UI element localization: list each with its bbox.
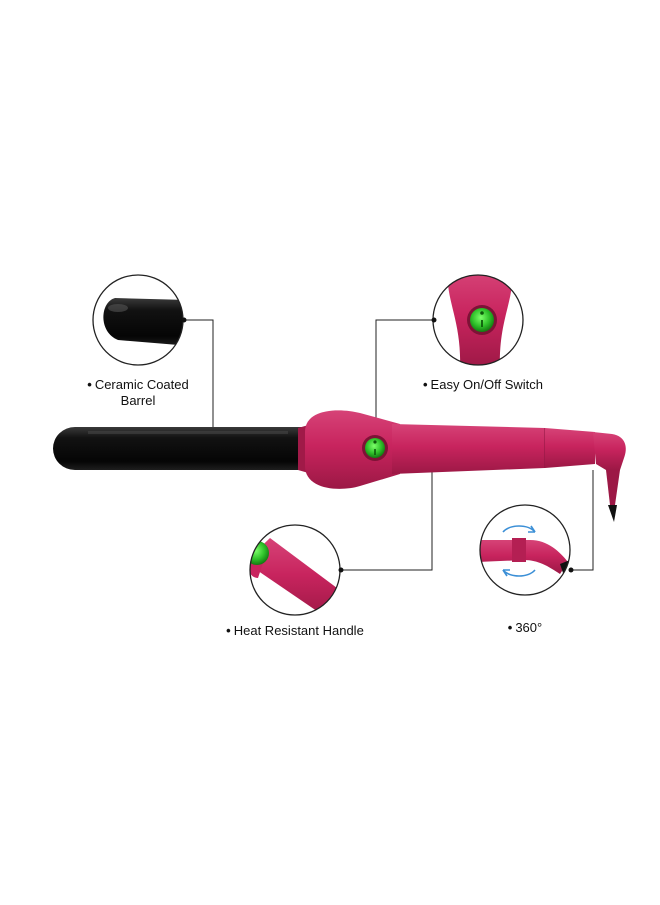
swivel-cord-closeup bbox=[479, 504, 574, 596]
switch-button bbox=[365, 438, 385, 458]
label-line-1: Ceramic Coated bbox=[94, 377, 189, 392]
barrel-shape bbox=[53, 427, 305, 470]
label-line-1: Heat Resistant Handle bbox=[233, 623, 364, 638]
handle-body bbox=[392, 424, 545, 474]
label-line-1: Easy On/Off Switch bbox=[430, 377, 544, 392]
label-line-1: 360° bbox=[515, 620, 543, 635]
bullet: • bbox=[87, 377, 92, 392]
bullet: • bbox=[507, 620, 513, 635]
barrel-tip-closeup bbox=[92, 274, 187, 366]
bullet: • bbox=[226, 623, 231, 638]
callout-line-switch bbox=[375, 319, 434, 440]
switch-closeup bbox=[431, 274, 524, 366]
label-ceramic-coated-barrel: •Ceramic Coated Barrel bbox=[78, 377, 198, 409]
bullet: • bbox=[422, 377, 428, 392]
label-heat-resistant-handle: •Heat Resistant Handle bbox=[220, 623, 370, 639]
callout-lines bbox=[184, 319, 594, 571]
handle-closeup bbox=[249, 524, 344, 616]
swivel-elbow bbox=[593, 432, 626, 470]
label-360: •360° bbox=[495, 620, 555, 636]
rotation-arrows-icon bbox=[502, 525, 536, 577]
label-easy-on-off-switch: •Easy On/Off Switch bbox=[408, 377, 558, 393]
label-line-2: Barrel bbox=[120, 393, 156, 408]
callout-line-handle bbox=[341, 470, 433, 571]
callout-line-barrel bbox=[184, 319, 214, 440]
handle-bulb bbox=[305, 410, 400, 489]
curling-iron-image bbox=[53, 410, 626, 522]
callout-line-swivel bbox=[571, 470, 594, 571]
